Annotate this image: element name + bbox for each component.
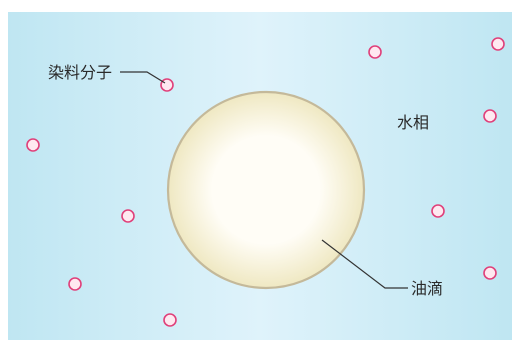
dye-molecule bbox=[431, 204, 445, 218]
oil-leader-line bbox=[321, 239, 408, 289]
oil-droplet bbox=[166, 90, 366, 290]
dye-molecule bbox=[483, 266, 497, 280]
water-phase-label: 水相 bbox=[397, 113, 429, 132]
dye-molecule-label: 染料分子 bbox=[48, 63, 112, 82]
dye-molecule bbox=[483, 109, 497, 123]
dye-leader-line bbox=[120, 71, 166, 84]
dye-molecules bbox=[26, 37, 505, 327]
dye-molecule bbox=[160, 78, 174, 92]
oil-droplet-label: 油滴 bbox=[411, 279, 443, 298]
dye-molecule bbox=[163, 313, 177, 327]
dye-molecule bbox=[121, 209, 135, 223]
dye-molecule bbox=[26, 138, 40, 152]
dye-molecule bbox=[68, 277, 82, 291]
dye-molecule bbox=[491, 37, 505, 51]
dye-molecule bbox=[368, 45, 382, 59]
